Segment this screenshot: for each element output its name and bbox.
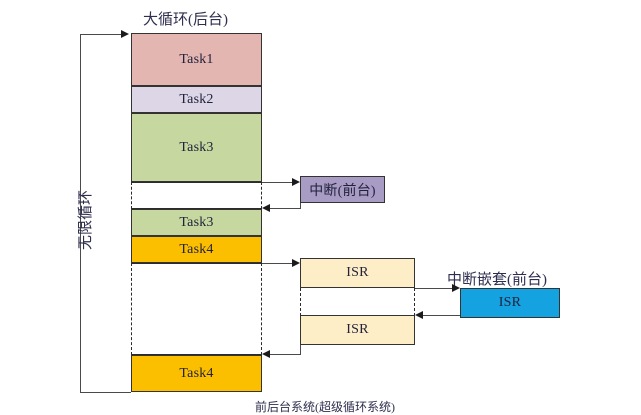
interrupt-return-connector	[300, 203, 301, 209]
arrow-to-isr-line	[262, 263, 292, 264]
gap1-right-dashed-line	[261, 182, 262, 209]
isr-gap-right-dashed-line	[414, 288, 415, 316]
gap2-top-line	[131, 263, 262, 264]
block-task1-label: Task1	[179, 51, 214, 67]
arrow-to-isr-head	[292, 259, 300, 267]
loop-bracket-top-arrowhead	[121, 30, 129, 38]
block-task2: Task2	[131, 86, 262, 113]
arrow-to-interrupt-head	[292, 178, 300, 186]
gap2-right-dashed-line	[261, 263, 262, 355]
arrow-from-interrupt-head	[262, 204, 270, 212]
block-task3-second-label: Task3	[179, 214, 214, 230]
block-isr-upper: ISR	[300, 258, 415, 288]
block-task4-second: Task4	[131, 355, 262, 392]
loop-bracket-vertical-line	[80, 34, 81, 392]
diagram-title-main-loop: 大循环(后台)	[143, 12, 228, 28]
gap2-bottom-line	[131, 354, 262, 355]
arrow-from-isr-head	[262, 350, 270, 358]
arrow-to-nested-isr-head	[452, 284, 460, 292]
arrow-from-interrupt-line	[270, 208, 300, 209]
block-interrupt-foreground: 中断(前台)	[300, 176, 385, 203]
block-task3-second: Task3	[131, 209, 262, 236]
loop-bracket-top-line	[80, 34, 125, 35]
block-isr-nested: ISR	[460, 288, 560, 318]
block-isr-nested-label: ISR	[498, 295, 522, 310]
block-isr-upper-label: ISR	[346, 265, 369, 280]
gap1-top-line	[131, 182, 262, 183]
block-task1: Task1	[131, 33, 262, 86]
gap1-left-dashed-line	[131, 182, 132, 209]
arrow-from-nested-isr-head	[415, 311, 423, 319]
loop-bracket-bottom-line	[80, 392, 131, 393]
diagram-bottom-caption: 前后台系统(超级循环系统)	[255, 400, 395, 414]
block-task2-label: Task2	[179, 91, 214, 107]
diagram-canvas: 大循环(后台) 无限循环 Task1 Task2 Task3 Task3 Tas…	[78, 12, 560, 414]
block-task4-first-label: Task4	[179, 241, 214, 257]
label-nested-interrupt: 中断嵌套(前台)	[447, 272, 547, 288]
block-isr-lower-label: ISR	[346, 322, 369, 337]
block-isr-lower: ISR	[300, 315, 415, 345]
gap1-bottom-line	[131, 208, 262, 209]
block-task3-first: Task3	[131, 113, 262, 182]
arrow-to-nested-isr-line	[415, 288, 452, 289]
loop-label-infinite-loop: 无限循环	[78, 189, 94, 250]
block-task4-first: Task4	[131, 236, 262, 263]
block-interrupt-label: 中断(前台)	[309, 183, 376, 199]
isr-return-connector	[300, 345, 301, 355]
arrow-to-interrupt-line	[262, 182, 292, 183]
gap2-left-dashed-line	[131, 263, 132, 355]
block-task3-first-label: Task3	[179, 139, 214, 155]
isr-gap-left-dashed-line	[300, 288, 301, 316]
arrow-from-isr-line	[270, 354, 300, 355]
arrow-from-nested-isr-line	[423, 315, 460, 316]
block-task4-second-label: Task4	[179, 365, 214, 381]
